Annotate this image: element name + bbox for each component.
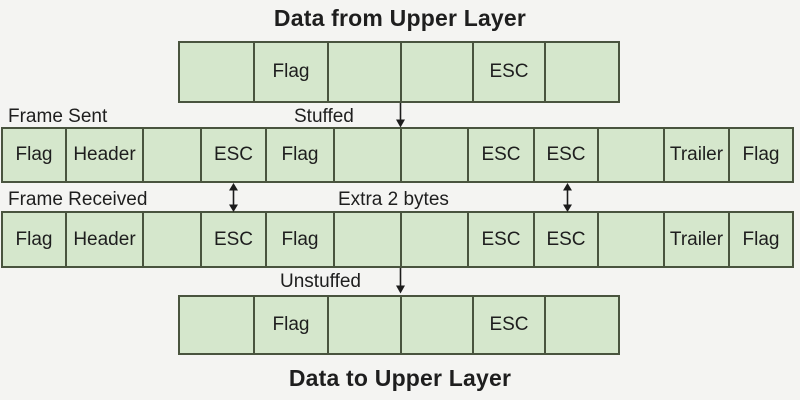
byte-cell: Flag bbox=[253, 297, 327, 353]
byte-cell bbox=[597, 213, 663, 266]
byte-cell: ESC bbox=[200, 129, 265, 181]
label-frame-received: Frame Received bbox=[8, 189, 148, 210]
byte-cell: ESC bbox=[467, 213, 533, 266]
byte-cell bbox=[180, 297, 253, 353]
byte-cell: Header bbox=[65, 129, 142, 181]
byte-cell: Flag bbox=[728, 129, 792, 181]
byte-cell bbox=[180, 43, 253, 101]
byte-cell bbox=[333, 213, 400, 266]
byte-cell: Flag bbox=[3, 213, 65, 266]
byte-cell: ESC bbox=[200, 213, 265, 266]
unstuffed-down-arrow bbox=[396, 268, 405, 294]
byte-cell bbox=[400, 213, 467, 266]
byte-cell: Flag bbox=[265, 213, 333, 266]
byte-cell bbox=[333, 129, 400, 181]
stuffed-down-arrow bbox=[396, 103, 405, 128]
byte-cell: ESC bbox=[472, 297, 544, 353]
byte-cell: ESC bbox=[472, 43, 544, 101]
byte-cell bbox=[400, 43, 472, 101]
byte-cell bbox=[400, 297, 472, 353]
byte-cell: Flag bbox=[3, 129, 65, 181]
label-unstuffed: Unstuffed bbox=[280, 271, 361, 292]
byte-cell bbox=[400, 129, 467, 181]
byte-cell bbox=[327, 43, 400, 101]
extra-byte-arrow-right bbox=[563, 183, 572, 212]
byte-cell: Trailer bbox=[663, 129, 728, 181]
byte-cell bbox=[597, 129, 663, 181]
byte-row-upper-layer-data: Flag ESC bbox=[178, 41, 620, 103]
label-stuffed: Stuffed bbox=[294, 106, 354, 127]
byte-cell bbox=[142, 129, 200, 181]
byte-cell: Flag bbox=[265, 129, 333, 181]
byte-cell: Header bbox=[65, 213, 142, 266]
byte-cell bbox=[142, 213, 200, 266]
title-data-from-upper-layer: Data from Upper Layer bbox=[273, 5, 527, 31]
byte-row-lower-layer-data: Flag ESC bbox=[178, 295, 620, 355]
label-extra-2-bytes: Extra 2 bytes bbox=[338, 189, 449, 210]
title-data-to-upper-layer: Data to Upper Layer bbox=[288, 365, 512, 391]
label-frame-sent: Frame Sent bbox=[8, 106, 108, 127]
byte-cell bbox=[544, 297, 618, 353]
byte-cell bbox=[544, 43, 618, 101]
byte-cell: Flag bbox=[728, 213, 792, 266]
byte-cell: ESC bbox=[467, 129, 533, 181]
byte-cell: Trailer bbox=[663, 213, 728, 266]
byte-cell: Flag bbox=[253, 43, 327, 101]
extra-byte-arrow-left bbox=[229, 183, 238, 212]
byte-cell: ESC bbox=[533, 129, 597, 181]
byte-cell bbox=[327, 297, 400, 353]
byte-cell: ESC bbox=[533, 213, 597, 266]
